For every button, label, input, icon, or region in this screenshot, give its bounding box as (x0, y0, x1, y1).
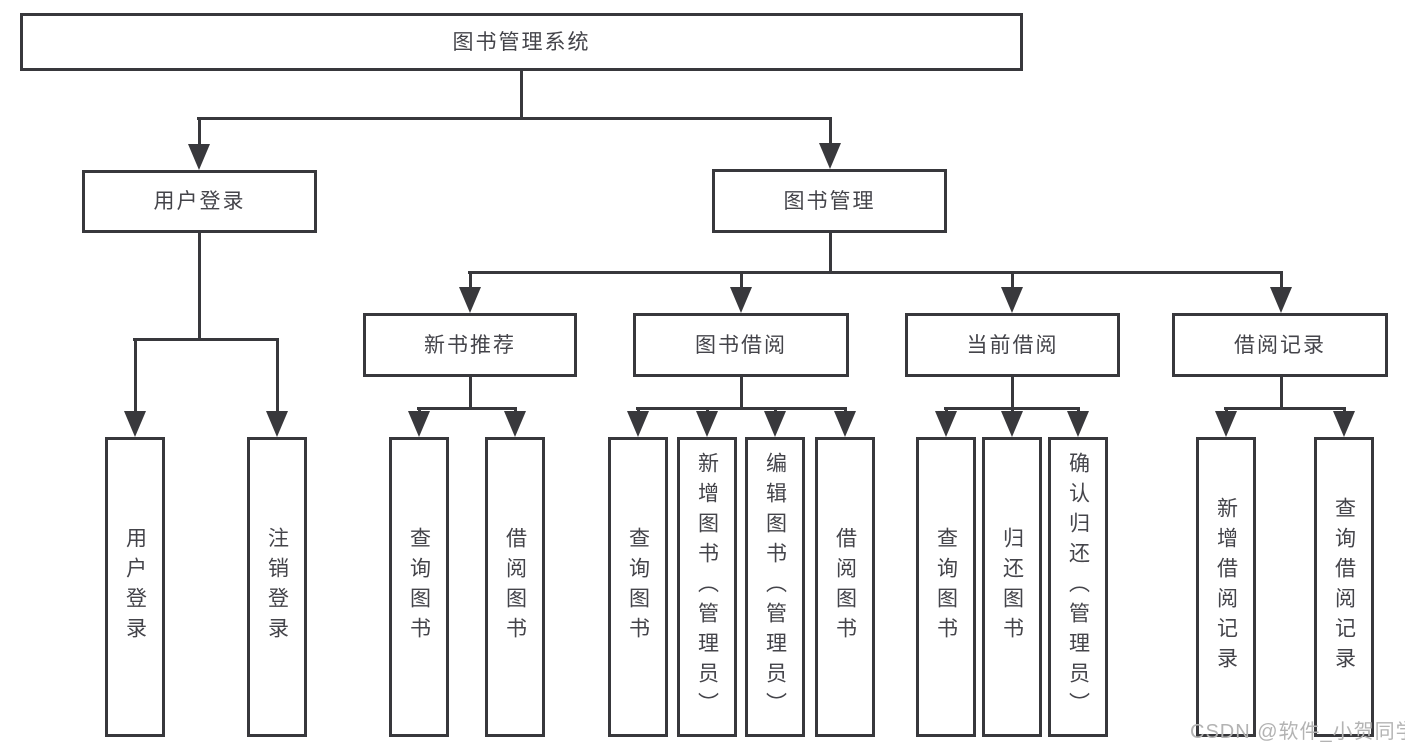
connector-line (133, 338, 279, 341)
arrow-down-icon (1001, 411, 1023, 437)
leaf-borrow-books-2: 借阅图书 (815, 437, 875, 737)
connector-line (417, 407, 421, 413)
leaf-confirm-return-admin-label: 确认归还（管理员） (1066, 452, 1090, 722)
connector-line (468, 271, 1283, 274)
arrow-down-icon (1001, 287, 1023, 313)
connector-line (275, 338, 279, 413)
leaf-query-borrow-record-label: 查询借阅记录 (1332, 497, 1356, 677)
arrow-down-icon (696, 411, 718, 437)
leaf-return-books-label: 归还图书 (1000, 527, 1024, 647)
leaf-add-books-admin-label: 新增图书（管理员） (695, 452, 719, 722)
leaf-borrow-books-1-label: 借阅图书 (503, 527, 527, 647)
connector-line (513, 407, 517, 413)
leaf-query-books-1-label: 查询图书 (407, 527, 431, 647)
node-borrowing-records-label: 借阅记录 (1234, 333, 1326, 357)
arrow-down-icon (819, 143, 841, 169)
connector-line (1076, 407, 1080, 413)
arrow-down-icon (1215, 411, 1237, 437)
connector-line (1342, 407, 1346, 413)
connector-line (1010, 377, 1014, 410)
connector-line (1010, 271, 1014, 290)
node-library-system-label: 图书管理系统 (452, 30, 591, 54)
leaf-edit-books-admin-label: 编辑图书（管理员） (763, 452, 787, 722)
arrow-down-icon (266, 411, 288, 437)
node-book-borrowing-label: 图书借阅 (695, 333, 787, 357)
connector-line (739, 271, 743, 290)
connector-line (197, 117, 832, 120)
arrow-down-icon (764, 411, 786, 437)
arrow-down-icon (504, 411, 526, 437)
arrow-down-icon (459, 287, 481, 313)
csdn-watermark: CSDN @软件_小贺同学 (1190, 721, 1405, 743)
leaf-add-books-admin: 新增图书（管理员） (677, 437, 737, 737)
connector-line (1279, 271, 1283, 290)
node-new-book-recommend-label: 新书推荐 (424, 333, 516, 357)
connector-line (1010, 407, 1014, 413)
node-borrowing-records: 借阅记录 (1172, 313, 1388, 377)
arrow-down-icon (124, 411, 146, 437)
leaf-add-borrow-record: 新增借阅记录 (1196, 437, 1256, 737)
arrow-down-icon (408, 411, 430, 437)
connector-line (1224, 407, 1346, 410)
arrow-down-icon (834, 411, 856, 437)
connector-line (197, 117, 201, 150)
node-user-login: 用户登录 (82, 170, 317, 233)
leaf-edit-books-admin: 编辑图书（管理员） (745, 437, 805, 737)
arrow-down-icon (188, 144, 210, 170)
arrow-down-icon (730, 287, 752, 313)
leaf-query-books-2: 查询图书 (608, 437, 668, 737)
node-new-book-recommend: 新书推荐 (363, 313, 577, 377)
connector-line (1279, 377, 1283, 410)
leaf-query-books-1: 查询图书 (389, 437, 449, 737)
connector-line (828, 233, 832, 274)
connector-line (468, 271, 472, 290)
leaf-return-books: 归还图书 (982, 437, 1042, 737)
leaf-user-login: 用户登录 (105, 437, 165, 737)
node-book-management-label: 图书管理 (783, 189, 876, 213)
connector-line (197, 233, 201, 341)
connector-line (417, 407, 517, 410)
leaf-confirm-return-admin: 确认归还（管理员） (1048, 437, 1108, 737)
leaf-borrow-books-1: 借阅图书 (485, 437, 545, 737)
leaf-query-books-3-label: 查询图书 (934, 527, 958, 647)
arrow-down-icon (1270, 287, 1292, 313)
connector-line (468, 377, 472, 410)
node-library-system: 图书管理系统 (20, 13, 1023, 71)
leaf-logout: 注销登录 (247, 437, 307, 737)
node-book-management: 图书管理 (712, 169, 947, 233)
leaf-logout-label: 注销登录 (265, 527, 289, 647)
leaf-user-login-label: 用户登录 (123, 527, 147, 647)
connector-line (519, 70, 523, 120)
arrow-down-icon (1067, 411, 1089, 437)
arrow-down-icon (935, 411, 957, 437)
connector-line (133, 338, 137, 413)
node-current-borrowing-label: 当前借阅 (966, 333, 1059, 357)
node-current-borrowing: 当前借阅 (905, 313, 1120, 377)
connector-line (636, 407, 847, 410)
arrow-down-icon (627, 411, 649, 437)
leaf-borrow-books-2-label: 借阅图书 (833, 527, 857, 647)
connector-line (705, 407, 709, 413)
arrow-down-icon (1333, 411, 1355, 437)
leaf-query-books-3: 查询图书 (916, 437, 976, 737)
connector-line (944, 407, 1080, 410)
leaf-query-borrow-record: 查询借阅记录 (1314, 437, 1374, 737)
connector-line (739, 377, 743, 410)
connector-line (636, 407, 640, 413)
leaf-query-books-2-label: 查询图书 (626, 527, 650, 647)
connector-line (1224, 407, 1228, 413)
connector-line (944, 407, 948, 413)
connector-line (828, 117, 832, 150)
connector-line (773, 407, 777, 413)
leaf-add-borrow-record-label: 新增借阅记录 (1214, 497, 1238, 677)
node-book-borrowing: 图书借阅 (633, 313, 849, 377)
connector-line (843, 407, 847, 413)
node-user-login-label: 用户登录 (153, 190, 246, 213)
